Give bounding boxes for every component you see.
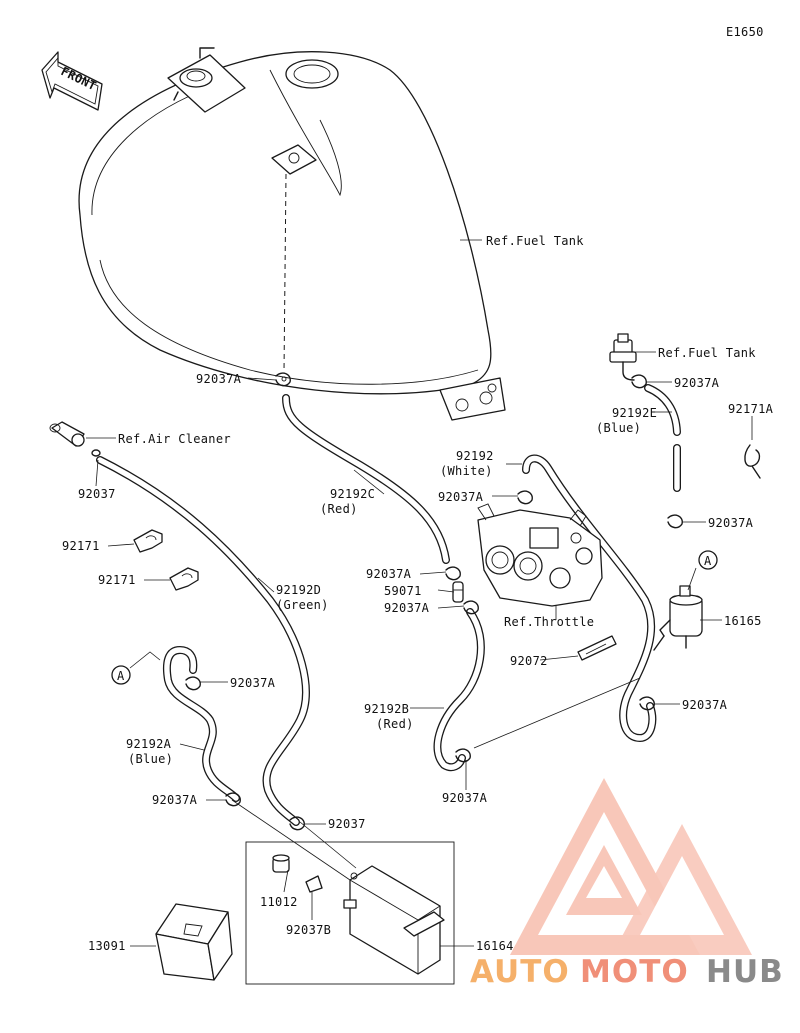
label-92192A: 92192A <box>126 737 172 751</box>
label-59071: 59071 <box>384 584 422 598</box>
label-92192C-color: (Red) <box>320 502 358 516</box>
watermark-hub: HUB <box>706 954 784 990</box>
label-92037-air-cleaner: 92037 <box>78 487 116 501</box>
clamp-92037A-blue-end <box>225 792 241 807</box>
clamp-92037A-white <box>517 490 533 505</box>
label-92037A-hose-a: 92037A <box>230 676 276 690</box>
fitting-59071 <box>452 581 464 603</box>
canister-16164 <box>343 865 445 975</box>
throttle-body <box>477 503 603 607</box>
cover-13091 <box>155 903 233 981</box>
label-92037A-left-d: 92037A <box>384 601 430 615</box>
ref-marker-a-right: A <box>698 550 718 570</box>
fuel-tank-valve <box>609 333 637 381</box>
canister-group-frame <box>245 841 455 985</box>
clamp-92037-canister <box>289 816 305 831</box>
label-92072: 92072 <box>510 654 548 668</box>
ref-marker-a-left: A <box>111 665 131 685</box>
separator-16165 <box>653 585 703 651</box>
front-arrow-icon: FRONT <box>41 51 103 111</box>
label-ref-air-cleaner: Ref.Air Cleaner <box>118 432 231 446</box>
clamp-92037A-left-d <box>463 600 479 615</box>
label-92192D: 92192D <box>276 583 321 597</box>
watermark-moto: MOTO <box>580 954 689 990</box>
label-92192B: 92192B <box>364 702 409 716</box>
label-92037A-left-c: 92037A <box>366 567 412 581</box>
hose-92192D <box>96 456 310 826</box>
label-13091: 13091 <box>88 939 126 953</box>
clamp-92037A-valve <box>631 374 647 389</box>
label-16164: 16164 <box>476 939 514 953</box>
label-92192B-color: (Red) <box>376 717 414 731</box>
label-ref-fuel-tank-valve: Ref.Fuel Tank <box>658 346 756 360</box>
clip-92171A <box>744 444 761 479</box>
hose-92192A <box>162 646 240 802</box>
label-92037B: 92037B <box>286 923 331 937</box>
label-92037A-tank: 92037A <box>196 372 242 386</box>
label-92171-a: 92171 <box>62 539 100 553</box>
label-92037A-filter: 92037A <box>682 698 728 712</box>
clamp-92037A-left-c <box>445 566 461 581</box>
label-92171-b: 92171 <box>98 573 136 587</box>
fuel-tank <box>78 47 506 421</box>
hose-92192E <box>644 384 681 492</box>
hose-92192B <box>433 608 485 772</box>
clamp-92037A-blue <box>667 514 683 529</box>
air-cleaner-fitting <box>49 421 101 457</box>
label-92037A-blue-end: 92037A <box>152 793 198 807</box>
hose-92192C <box>282 394 450 564</box>
cap-11012 <box>272 854 290 873</box>
label-92037A-bottom: 92037A <box>442 791 488 805</box>
label-92192A-color: (Blue) <box>128 752 173 766</box>
leader-lines <box>86 239 753 947</box>
label-92192C: 92192C <box>330 487 375 501</box>
label-92037A-throttle: 92037A <box>438 490 484 504</box>
clip-92171-b <box>169 567 199 591</box>
clamp-92037A-filter <box>639 696 655 711</box>
label-92037A-valve: 92037A <box>674 376 720 390</box>
ref-marker-a1-text: A <box>117 669 125 683</box>
label-92192E-color: (Blue) <box>596 421 641 435</box>
hose-92192-white <box>522 454 657 742</box>
clip-92171-a <box>133 529 163 553</box>
label-92171A: 92171A <box>728 402 774 416</box>
label-92037-canister: 92037 <box>328 817 366 831</box>
label-ref-throttle: Ref.Throttle <box>504 615 594 629</box>
label-92192-white-color: (White) <box>440 464 493 478</box>
diagram-code: E1650 <box>726 25 764 39</box>
hose-to-canister <box>231 799 357 881</box>
label-92192-white: 92192 <box>456 449 494 463</box>
watermark-auto: AUTO <box>470 954 570 990</box>
band-92072 <box>577 635 617 661</box>
ref-marker-a2-text: A <box>704 554 712 568</box>
callout-labels: Ref.Fuel Tank Ref.Fuel Tank Ref.Air Clea… <box>62 234 774 953</box>
label-11012: 11012 <box>260 895 298 909</box>
label-92192E: 92192E <box>612 406 657 420</box>
clamp-92037A-tank <box>275 372 291 387</box>
label-ref-fuel-tank: Ref.Fuel Tank <box>486 234 584 248</box>
watermark-text: AUTO MOTO HUB <box>470 954 784 990</box>
watermark-logo <box>510 778 752 955</box>
label-16165: 16165 <box>724 614 762 628</box>
label-92037A-bluehose: 92037A <box>708 516 754 530</box>
label-92192D-color: (Green) <box>276 598 329 612</box>
clamp-92037B <box>305 875 323 893</box>
clamp-92037A-bottom <box>455 748 471 763</box>
clamp-92037A-hose-a <box>185 676 201 691</box>
